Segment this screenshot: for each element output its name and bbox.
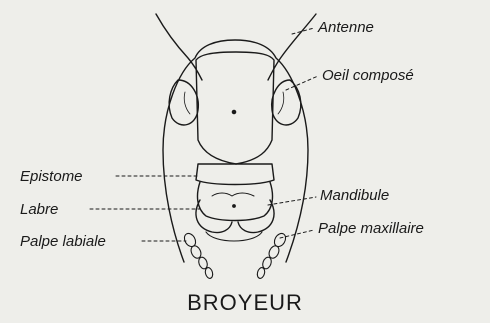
diagram-caption: BROYEUR [0,290,490,316]
right-palp [256,231,288,279]
left-compound-eye [169,80,198,125]
leader-mandibule [268,197,316,205]
head-capsule [163,40,308,262]
right-antenna [268,14,316,80]
label-epistome: Epistome [20,169,83,184]
left-antenna [156,14,202,80]
label-mandibule: Mandibule [320,188,389,203]
label-palpe-labiale: Palpe labiale [20,234,106,249]
left-mandible [196,200,232,233]
ocellus [232,110,235,113]
labre [198,182,273,221]
right-compound-eye [272,80,301,125]
frons [196,52,274,164]
label-labre: Labre [20,202,58,217]
epistome [196,164,274,185]
label-antenne: Antenne [318,20,374,35]
label-oeil-compose: Oeil composé [322,68,414,83]
label-palpe-maxillaire: Palpe maxillaire [318,221,424,236]
left-palp [182,231,214,279]
